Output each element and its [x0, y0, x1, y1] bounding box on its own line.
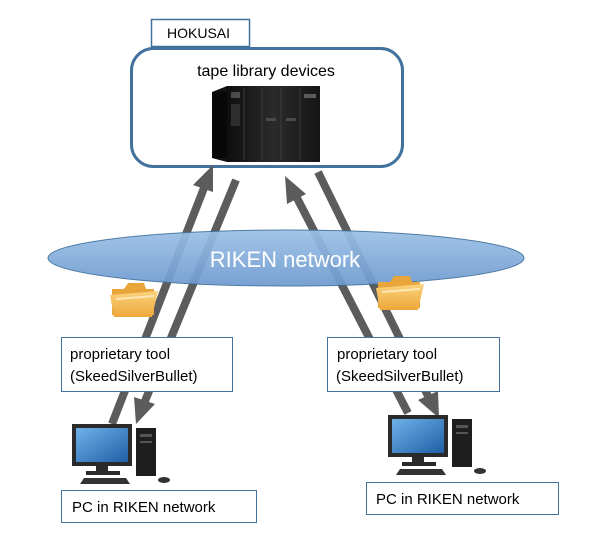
pc-label-left-text: PC in RIKEN network: [72, 499, 216, 516]
storage-title: tape library devices: [197, 63, 335, 80]
storage-system-box: tape library devices: [130, 47, 404, 168]
hokusai-tag-frame: [150, 18, 251, 48]
riken-network: RIKEN network: [47, 229, 525, 287]
pc-label-right-frame: [366, 482, 559, 515]
hokusai-tag-label: HOKUSAI: [167, 25, 230, 41]
desktop-pc-icon: [72, 424, 170, 484]
tool-box-left-frame: [61, 337, 233, 392]
folder-icon: [376, 276, 424, 310]
tool-box-right-frame: [327, 337, 500, 392]
pc-label-left: PC in RIKEN network: [61, 490, 257, 523]
desktop-pc-icon: [388, 415, 486, 475]
tool-box-left-line2: (SkeedSilverBullet): [70, 368, 198, 385]
riken-network-ellipse: [47, 229, 525, 287]
hokusai-tag: HOKUSAI: [150, 18, 251, 48]
tool-box-right-line1: proprietary tool: [337, 346, 437, 363]
tool-box-right: proprietary tool (SkeedSilverBullet): [327, 337, 500, 392]
tape-library-icon: [212, 86, 320, 162]
tool-box-left: proprietary tool (SkeedSilverBullet): [61, 337, 233, 392]
tool-box-left-line1: proprietary tool: [70, 346, 170, 363]
tool-box-right-line2: (SkeedSilverBullet): [336, 368, 464, 385]
folder-icon: [110, 283, 158, 317]
pc-label-right: PC in RIKEN network: [366, 482, 559, 515]
pc-label-right-text: PC in RIKEN network: [376, 491, 520, 508]
riken-network-label: RIKEN network: [210, 247, 361, 272]
pc-label-left-frame: [61, 490, 257, 523]
